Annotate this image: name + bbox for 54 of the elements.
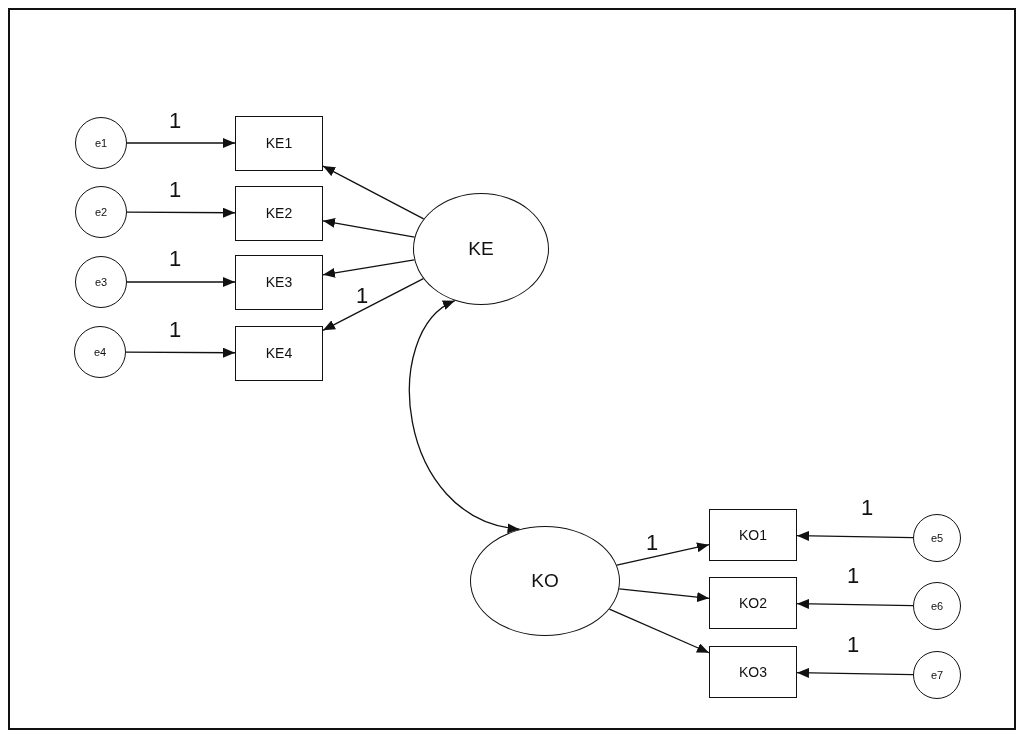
node-label: KE2 (265, 205, 293, 221)
arrow (322, 259, 415, 278)
arrow (608, 608, 710, 654)
indicator-box (709, 577, 797, 629)
error-circle (75, 186, 127, 238)
arrow (796, 598, 914, 609)
error-circle (74, 326, 126, 378)
covariance-arrow (408, 300, 521, 532)
indicator-box (235, 254, 323, 310)
error-circle (913, 651, 961, 699)
node-label: KO1 (739, 527, 767, 543)
node-label: e2 (94, 206, 108, 218)
node-label: e7 (930, 669, 944, 681)
arrow (126, 138, 236, 148)
node-label: KO3 (739, 664, 767, 680)
node-label: KE1 (265, 135, 293, 151)
edge-label: 1 (168, 319, 182, 341)
node-label: KO2 (739, 595, 767, 611)
arrow (322, 218, 416, 238)
edge-label: 1 (860, 497, 874, 519)
indicator-box (709, 509, 797, 561)
edge-label: 1 (846, 565, 860, 587)
error-circle (75, 256, 127, 308)
error-circle (913, 514, 961, 562)
indicator-box (235, 185, 323, 241)
arrow (126, 207, 236, 218)
indicator-box (235, 325, 323, 381)
node-label: e6 (930, 600, 944, 612)
indicator-box (235, 115, 323, 171)
node-label: e4 (93, 346, 107, 358)
node-label: e1 (94, 137, 108, 149)
edge-label: 1 (168, 179, 182, 201)
arrow (322, 165, 425, 220)
error-circle (913, 582, 961, 630)
arrow (616, 542, 710, 566)
node-label: KO (531, 570, 559, 592)
edge-label: 1 (846, 634, 860, 656)
arrow (125, 347, 236, 358)
node-label: e3 (94, 276, 108, 288)
indicator-box (709, 646, 797, 698)
node-label: KE (468, 238, 494, 260)
arrow (322, 278, 424, 331)
error-circle (75, 117, 127, 169)
edge-label: 1 (645, 532, 659, 554)
arrow (126, 277, 236, 287)
edge-label: 1 (168, 248, 182, 270)
node-label: e5 (930, 532, 944, 544)
node-label: KE3 (265, 274, 293, 290)
edge-label: 1 (168, 110, 182, 132)
edge-label: 1 (355, 285, 369, 307)
arrow (796, 530, 914, 541)
arrow (796, 667, 914, 678)
arrow (618, 588, 710, 603)
node-label: KE4 (265, 345, 293, 361)
